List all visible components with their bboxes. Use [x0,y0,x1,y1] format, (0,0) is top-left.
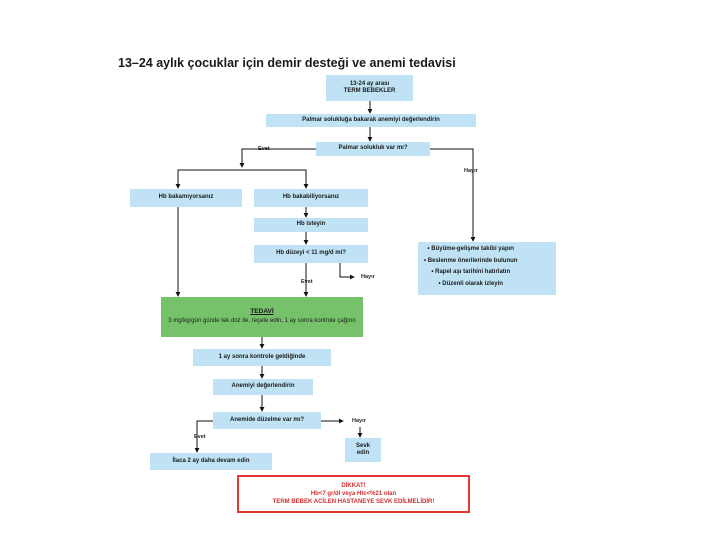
hb-request-box: Hb isteyin [254,218,368,232]
arrow-evet-branch [239,148,316,168]
treatment-title: TEDAVİ [250,308,274,316]
term-infants-box: 13-24 ay arası TERM BEBEKLER [326,75,413,101]
treatment-text: 3 mg/kg/gün günde tek doz ile, reçete ed… [168,318,356,325]
refer-box: Sevk edin [345,438,381,462]
arrow-to-hb-yes [242,169,309,189]
follow-up-item: • Rapel aşı tarihini hatırlatın [431,269,511,275]
anemia-question-box: Anemide düzelme var mı? [213,412,321,429]
follow-up-item: • Büyüme-gelişme takibi yapın [427,246,514,252]
follow-up-item: • Düzenli olarak izleyin [438,280,503,287]
label-evet-2: Evet [301,279,313,285]
continue-box: İlaca 2 ay daha devam edin [150,453,272,470]
arrow-hayir-branch [430,148,476,242]
follow-up-list: • Büyüme-gelişme takibi yapın • Beslenme… [424,246,517,288]
label-evet-1: Evet [258,146,270,152]
follow-up-box: • Büyüme-gelişme takibi yapın • Beslenme… [418,242,556,295]
label-hayir-3: Hayır [352,418,366,424]
control-box: 1 ay sonra kontrole geldiğinde [193,349,331,366]
warning-line1: DİKKAT! [341,482,366,489]
arrow-level-hayir [339,262,355,280]
label-evet-3: Evet [194,434,206,440]
follow-up-item: • Beslenme önerilerinde bulunun [424,257,518,264]
page-title: 13–24 aylık çocuklar için demir desteği … [118,56,456,70]
label-hayir-1: Hayır [464,168,478,174]
warning-box: DİKKAT! Hb<7 gr/dl veya Htc<%21 olan TER… [237,475,470,513]
term-line2: TERM BEBEKLER [343,88,396,94]
label-hayir-2: Hayır [361,274,375,280]
warning-line3: TERM BEBEK ACİLEN HASTANEYE SEVK EDİLMEL… [272,499,435,506]
term-line1: 13-24 ay arası [349,80,390,87]
palmar-question-box: Palmar solukluk var mı? [316,142,430,156]
arrow-anemiaq-evet [194,420,213,453]
arrow-to-hb-no [175,169,242,189]
treatment-box: TEDAVİ 3 mg/kg/gün günde tek doz ile, re… [161,297,363,337]
palmar-eval-box: Palmar solukluğa bakarak anemiyi değerle… [266,114,476,127]
warning-line2: Hb<7 gr/dl veya Htc<%21 olan [310,490,397,497]
anemia-eval-box: Anemiyi değerlendirin [213,379,313,395]
hb-cannot-box: Hb bakamıyorsanız [130,189,242,207]
hb-level-box: Hb düzeyi < 11 mg/d mi? [254,245,368,263]
hb-can-box: Hb bakabiliyorsanız [254,189,368,207]
